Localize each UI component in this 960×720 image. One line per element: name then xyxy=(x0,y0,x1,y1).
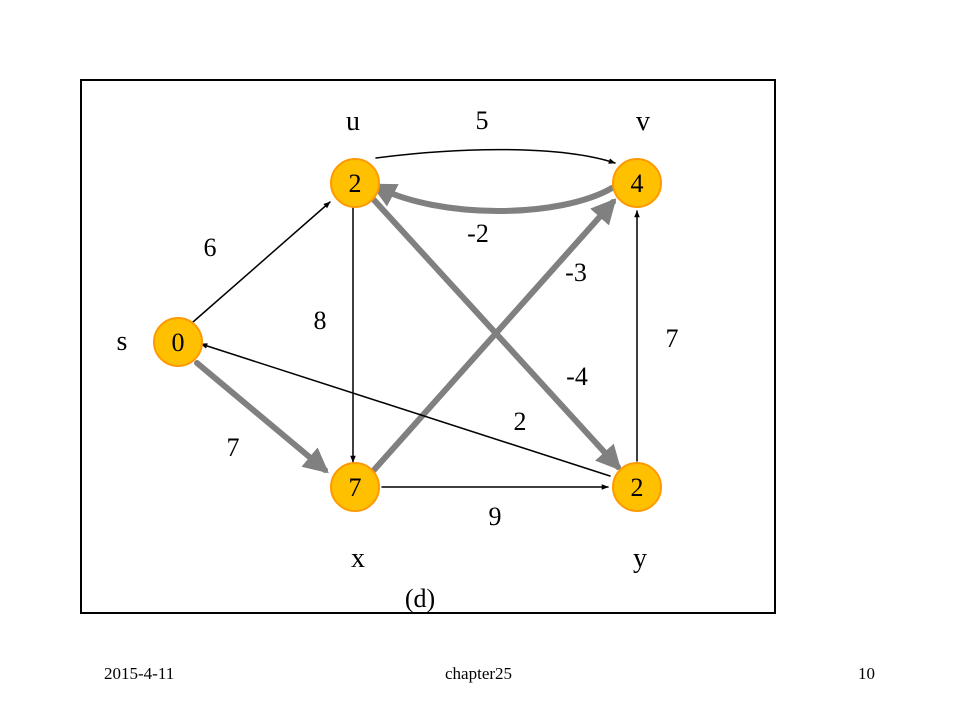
footer-chapter: chapter25 xyxy=(445,664,513,683)
node-value-x: 7 xyxy=(349,473,362,502)
edge-weight-v-u: -2 xyxy=(467,219,489,248)
edge-weight-s-x: 7 xyxy=(227,433,240,462)
footer-date: 2015-4-11 xyxy=(104,664,175,683)
node-name-x: x xyxy=(351,543,365,574)
edges-layer xyxy=(192,148,640,490)
edge-u-v xyxy=(375,148,616,164)
node-y xyxy=(612,462,662,512)
node-name-v: v xyxy=(636,106,650,137)
node-u xyxy=(330,158,380,208)
edge-weight-y-s: 2 xyxy=(514,407,527,436)
edge-s-x xyxy=(194,360,329,474)
edge-weight-y-v: 7 xyxy=(666,324,679,353)
edge-y-s xyxy=(200,343,611,477)
edge-s-u xyxy=(192,201,331,323)
figure-frame xyxy=(80,79,776,614)
footer-page: 10 xyxy=(858,664,875,683)
nodes-layer: 0 2 4 7 2 xyxy=(153,158,662,512)
node-x xyxy=(330,462,380,512)
node-name-y: y xyxy=(633,543,647,574)
node-name-s: s xyxy=(117,326,128,357)
node-value-v: 4 xyxy=(631,169,644,198)
edge-weight-u-y: -4 xyxy=(566,362,588,391)
edge-weight-x-y: 9 xyxy=(489,502,502,531)
edge-weight-u-x: 8 xyxy=(314,306,327,335)
figure-label: (d) xyxy=(405,584,435,613)
node-v xyxy=(612,158,662,208)
node-s xyxy=(153,317,203,367)
node-name-u: u xyxy=(346,106,360,137)
edge-v-u xyxy=(370,183,615,214)
edge-x-v xyxy=(371,198,617,473)
edge-weight-x-v: -3 xyxy=(565,258,587,287)
node-value-u: 2 xyxy=(349,169,362,198)
node-value-y: 2 xyxy=(631,473,644,502)
edge-weight-u-v: 5 xyxy=(476,106,489,135)
node-value-s: 0 xyxy=(172,328,185,357)
edge-weight-s-u: 6 xyxy=(204,233,217,262)
labels-layer: 6 7 5 8 -4 -2 -3 9 7 2 s u v x y xyxy=(117,106,679,574)
